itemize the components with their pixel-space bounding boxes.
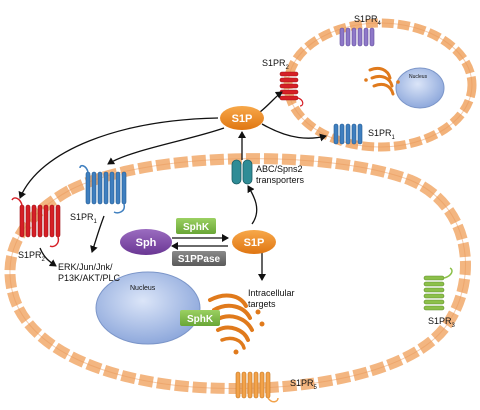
target-nucleus-label: Nucleus	[409, 74, 428, 80]
label-s1pr5-main: S1PR5	[290, 378, 318, 391]
receptor-s1pr4-target	[339, 27, 375, 47]
s1p-extracellular-pill: S1P	[220, 106, 264, 130]
signaling-label-line1: ERK/Jun/Jnk/	[58, 262, 113, 272]
label-s1pr2-main: S1PR2	[18, 250, 46, 263]
target-nucleus: Nucleus	[395, 67, 445, 109]
abc-spns2-transporter	[231, 159, 253, 185]
sph-label: Sph	[136, 237, 157, 249]
receptor-s1pr1-main	[79, 164, 127, 214]
signaling-label-line2: P13K/AKT/PLC	[58, 273, 121, 283]
main-nucleus: Nucleus	[95, 271, 201, 345]
s1ppase-label: S1PPase	[178, 254, 221, 265]
sphk-box-top: SphK	[176, 218, 216, 234]
s1p-intracellular-pill: S1P	[232, 230, 276, 254]
s1p-extracellular-label: S1P	[232, 113, 253, 125]
target-golgi	[364, 66, 400, 96]
label-s1pr2-target: S1PR2	[262, 58, 290, 71]
receptor-s1pr5-main	[235, 371, 279, 403]
label-s1pr4-target: S1PR4	[354, 14, 382, 27]
transporter-label-line1: ABC/Spns2	[256, 164, 303, 174]
intracellular-label-line1: Intracellular	[248, 288, 295, 298]
sphk-top-label: SphK	[183, 222, 210, 233]
main-nucleus-label: Nucleus	[130, 285, 156, 292]
transporter-label-line2: transporters	[256, 175, 305, 185]
intracellular-label-line2: targets	[248, 299, 276, 309]
s1p-intracellular-label: S1P	[244, 237, 265, 249]
receptor-s1pr2-main	[11, 197, 61, 248]
signaling-arrows	[18, 91, 327, 281]
s1ppase-box: S1PPase	[172, 251, 226, 266]
sph-pill: Sph	[120, 229, 172, 255]
sphk-box-bottom: SphK	[180, 310, 220, 326]
label-s1pr1-main: S1PR1	[70, 212, 98, 225]
main-cell-membrane	[4, 153, 471, 394]
label-s1pr1-target: S1PR1	[368, 128, 396, 141]
label-s1pr3-main: S1PR3	[428, 316, 456, 329]
sphk-bottom-label: SphK	[187, 314, 214, 325]
receptor-s1pr3-main	[423, 267, 453, 311]
receptor-s1pr1-target	[333, 123, 363, 145]
receptor-s1pr2-target	[279, 71, 304, 107]
